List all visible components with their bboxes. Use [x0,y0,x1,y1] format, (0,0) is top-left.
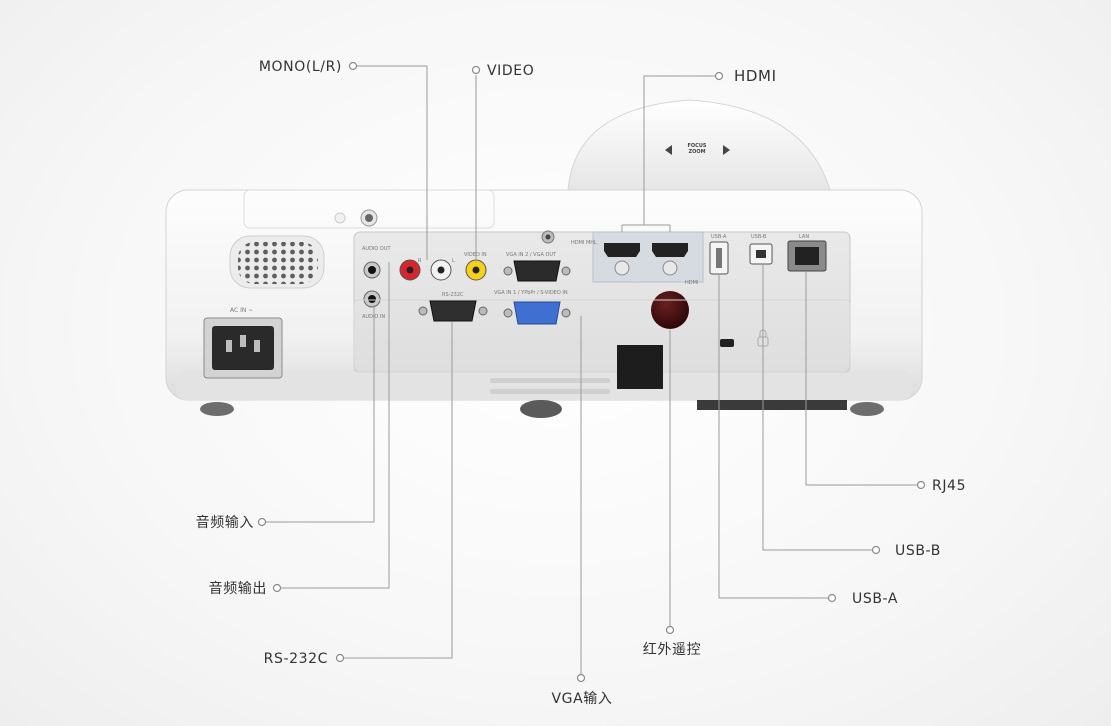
focus-right-arrow-icon [723,145,730,155]
foot-right [850,402,884,416]
vent-slot [490,389,610,394]
callout-dot-icon [257,517,267,527]
label-audio-out: 音频输出 [209,580,267,597]
ir-receiver-icon [651,291,689,329]
exhaust-window [617,345,663,389]
vga-out-port-icon [513,260,561,282]
label-vga-in: VGA输入 [551,691,612,707]
ac-in-label: AC IN ∼ [230,307,253,314]
hdmi-port-icon [652,243,688,257]
ac-inlet-icon [212,326,274,370]
leader-audio-in [262,305,375,523]
label-mono: MONO(L/R) [259,59,342,75]
projector: FOCUS ZOOM AC IN ∼ AUDIO OUT AUDIO IN R … [165,99,923,418]
panel-lan-label: LAN [799,234,809,240]
focus-left-arrow-icon [665,145,672,155]
rs232c-port-icon [429,300,477,322]
vga-in-port-icon [513,301,561,325]
callout-dot-icon [916,480,926,490]
label-video: VIDEO [487,63,534,79]
status-button-icon [365,214,373,222]
panel-usb-a-label: USB-A [711,234,727,240]
indicator-icon [334,212,346,224]
callout-dot-icon [272,583,282,593]
label-rs232c: RS-232C [264,651,328,667]
security-slot-icon [720,339,734,347]
housing-lower-trim [176,370,912,400]
callout-dot-icon [471,65,481,75]
callout-dot-icon [348,61,358,71]
panel-audio-out-label: AUDIO OUT [362,246,392,252]
zoom-label: ZOOM [688,149,705,155]
panel-hdmi-label: HDMI [685,280,698,286]
top-recess [243,189,495,229]
panel-video-in-label: VIDEO IN [464,252,487,258]
audio-in-jack-icon [368,295,376,303]
leader-hdmi [621,75,715,232]
panel-l-label: L [452,258,455,264]
leader-audio-out [277,262,390,589]
leader-usb-b [762,264,873,551]
panel-vga2-label: VGA IN 2 / VGA OUT [506,252,557,258]
panel-screw-icon [545,234,551,240]
bottom-bar [697,400,847,410]
panel-hdmi-mhl-label: HDMI MHL [571,240,597,246]
leader-lines [262,65,918,674]
callout-dot-icon [576,673,586,683]
leader-rs232c [342,322,453,659]
label-rj45: RJ45 [932,478,966,494]
foot-left [200,402,234,416]
leader-mono [357,65,428,260]
callout-dot-icon [665,625,675,635]
label-ir-remote: 红外遥控 [643,642,701,658]
panel-rs232c-label: RS-232C [442,292,464,298]
label-hdmi: HDMI [734,67,777,85]
audio-out-jack-icon [368,266,376,274]
callout-dot-icon [827,593,837,603]
callout-dot-icon [714,71,724,81]
vent-slot [490,378,610,383]
label-usb-b: USB-B [895,543,941,559]
label-audio-in: 音频输入 [196,514,254,531]
lens-dome [567,99,831,191]
focus-label: FOCUS [688,143,707,149]
panel-usb-b-label: USB-B [751,234,767,240]
leader-usb-a [718,274,829,599]
foot-center [520,400,562,418]
callout-dot-icon [871,545,881,555]
leader-rj45 [805,271,918,486]
callout-markers [257,61,926,683]
label-usb-a: USB-A [852,591,898,607]
panel-vga1-label: VGA IN 1 / YPbPr / S-VIDEO IN [494,290,568,296]
speaker-grill [238,242,318,284]
panel-r-label: R [418,258,422,264]
callout-dot-icon [335,653,345,663]
hdmi-mhl-port-icon [604,243,640,257]
callout-labels: MONO(L/R) VIDEO HDMI 音频输入 音频输出 RS-232C V… [196,59,966,707]
